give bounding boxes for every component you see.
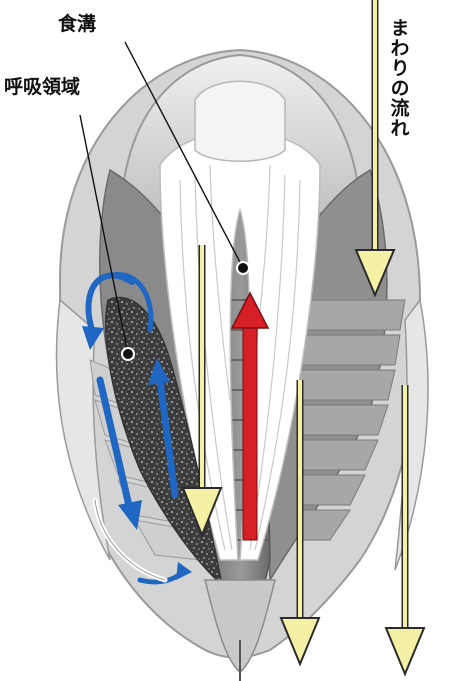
respiratory-dot bbox=[122, 348, 134, 360]
food-groove-dot bbox=[237, 262, 249, 274]
respiratory-area-label: 呼吸領域 bbox=[4, 75, 80, 98]
food-groove-label: 食溝 bbox=[58, 12, 96, 35]
glabella bbox=[195, 81, 285, 161]
surrounding-flow-label: まわりの流れ bbox=[388, 18, 410, 138]
